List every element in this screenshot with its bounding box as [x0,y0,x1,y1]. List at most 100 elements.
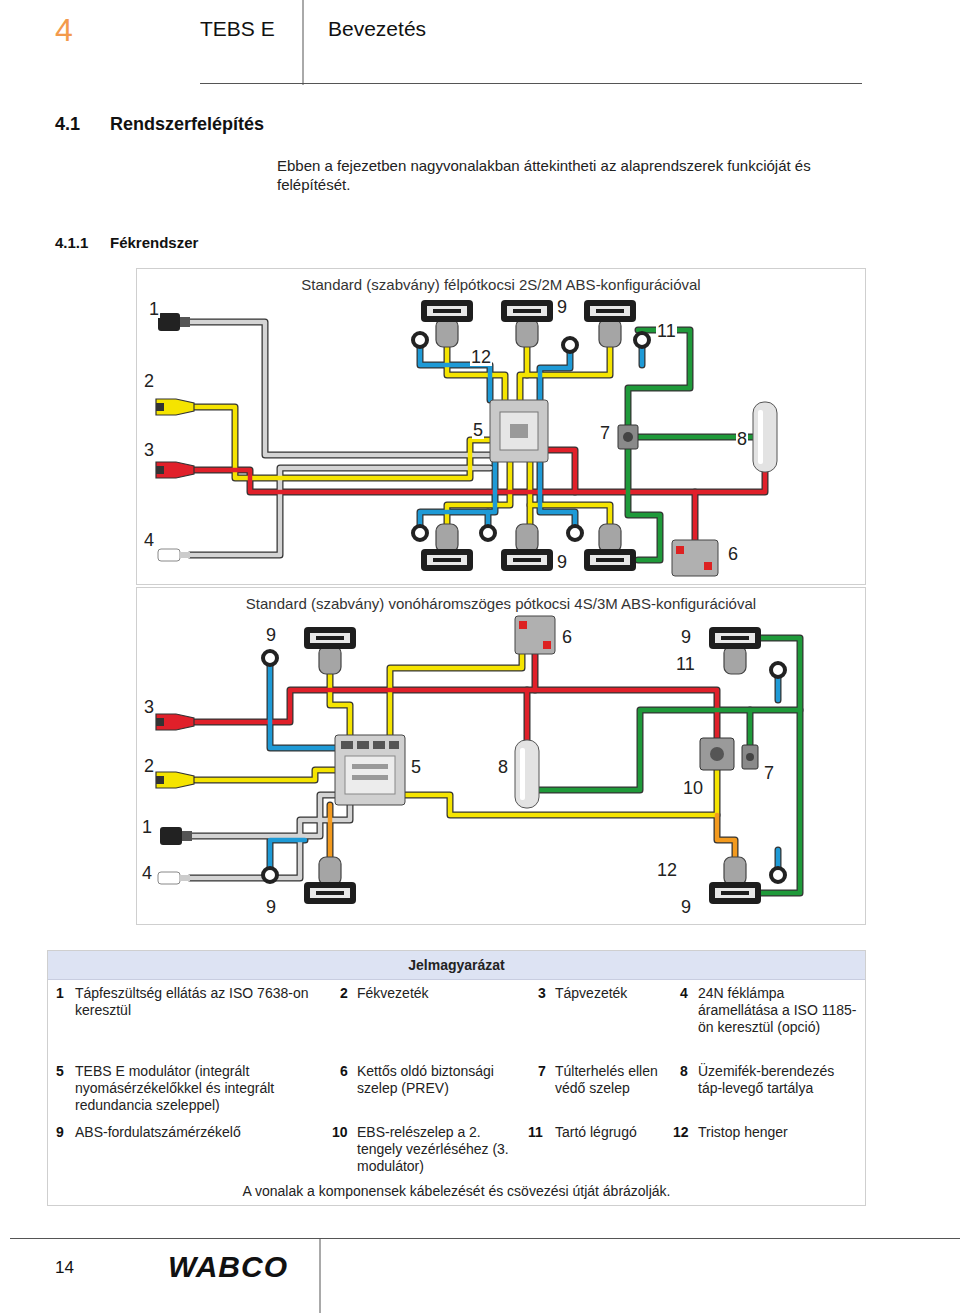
sensor-cable [776,850,781,868]
brake-chamber [584,300,636,347]
rule-line [10,1238,960,1239]
legend-number: 12 [673,1124,689,1141]
abs-sensor [481,526,495,540]
modulator [490,400,548,462]
legend-number: 5 [56,1063,64,1080]
callout-number: 1 [141,818,153,836]
abs-sensor [263,651,785,882]
overload-valve [618,425,638,449]
legend-number: 7 [538,1063,546,1080]
coupling-head [156,714,194,884]
legend-text: Tartó légrugó [555,1124,665,1141]
relay-valve [700,738,734,770]
legend-text: Üzemifék-berendezés táp-levegő tartálya [698,1063,860,1097]
legend-text: Kettős oldó biztonsági szelep (PREV) [357,1063,527,1097]
control-line [717,815,735,857]
hose-outline [628,449,660,560]
rule-line [320,1238,321,1313]
brake-line [405,770,717,815]
callout-number: 12 [656,861,678,879]
coupling-head [160,827,192,845]
subsection-heading: 4.1.1 [55,234,88,251]
callout-number: 10 [682,779,704,797]
hose-outline [628,330,690,425]
coupling-head [158,549,180,561]
callout-number: 6 [727,545,739,563]
brake-line [194,407,490,478]
legend-number: 10 [332,1124,348,1141]
coupling-head [156,772,194,788]
sensor-cable [540,352,570,400]
table-note: A vonalak a komponensek kábelezését és c… [48,1183,865,1199]
coupling-head [158,313,190,331]
hose-outline [327,805,334,857]
legend-text: ABS-fordulatszámérzékelő [75,1124,330,1141]
legend-text: Tápvezeték [555,985,665,1002]
prev-valve [672,540,718,576]
supply-line [533,654,538,690]
reservoir-line [748,710,753,745]
hose-outline [195,770,335,780]
coupling-head [158,872,190,884]
hose-outline [192,795,335,836]
legend-number: 11 [528,1124,543,1141]
hose-outline [775,677,782,700]
callout-number: 8 [736,430,748,448]
reservoir-line [761,638,800,710]
air-tank [753,402,777,472]
diagram-panel: Standard (szabvány) vonóháromszöges pótk… [136,587,866,925]
prev-valve [543,641,551,649]
overload-valve [623,432,633,442]
table-heading: Jelmagyarázat [48,951,865,980]
panel-heading: Standard (szabvány) félpótkocsi 2S/2M AB… [137,269,865,293]
air-tank [758,410,763,464]
brake-line [330,674,350,735]
air-tank [753,402,777,472]
header-text: TEBS E [200,17,275,41]
reservoir-line [539,710,800,893]
callout-number: 8 [497,758,509,776]
hose-outline [390,654,522,735]
prev-valve [515,616,555,654]
prev-valve [704,562,712,570]
hose-outline [532,654,539,690]
modulator [389,741,399,749]
brake-chamber [421,524,473,571]
coupling-head [158,872,180,884]
brake-chamber [501,524,553,571]
coupling-head [156,313,194,561]
hose-outline [524,690,531,740]
panel-heading: Standard (szabvány) vonóháromszöges pótk… [137,588,865,612]
sensor-cable [640,347,645,365]
callout-number: 2 [143,372,155,390]
callout-number: 9 [680,628,692,646]
legend-number: 3 [538,985,546,1002]
legend-text: Fékvezeték [357,985,527,1002]
callout-number: 3 [143,698,155,716]
abs-sensor [413,333,649,540]
overload-valve [746,753,754,761]
brake-line [195,770,335,780]
legend-number: 4 [680,985,688,1002]
prev-valve [519,621,527,629]
hose-outline [575,472,765,492]
modulator [335,735,405,805]
coupling-head [180,552,190,558]
modulator [341,741,353,749]
coupling-head [158,313,180,331]
legend-text: Túlterhelés ellen védő szelep [555,1063,660,1097]
hose-outline [524,347,531,375]
callout-number: 2 [143,757,155,775]
prev-valve [676,546,684,554]
legend-text: Tristop henger [698,1124,858,1141]
supply-line [525,690,530,740]
abs-sensor [413,333,427,347]
coupling-head [158,549,190,561]
callout-number: 11 [656,322,677,340]
callout-number: 12 [470,348,492,366]
hose-outline [447,347,505,400]
header-text: Bevezetés [328,17,426,41]
relay-valve [710,747,724,761]
coupling-head [156,462,194,478]
